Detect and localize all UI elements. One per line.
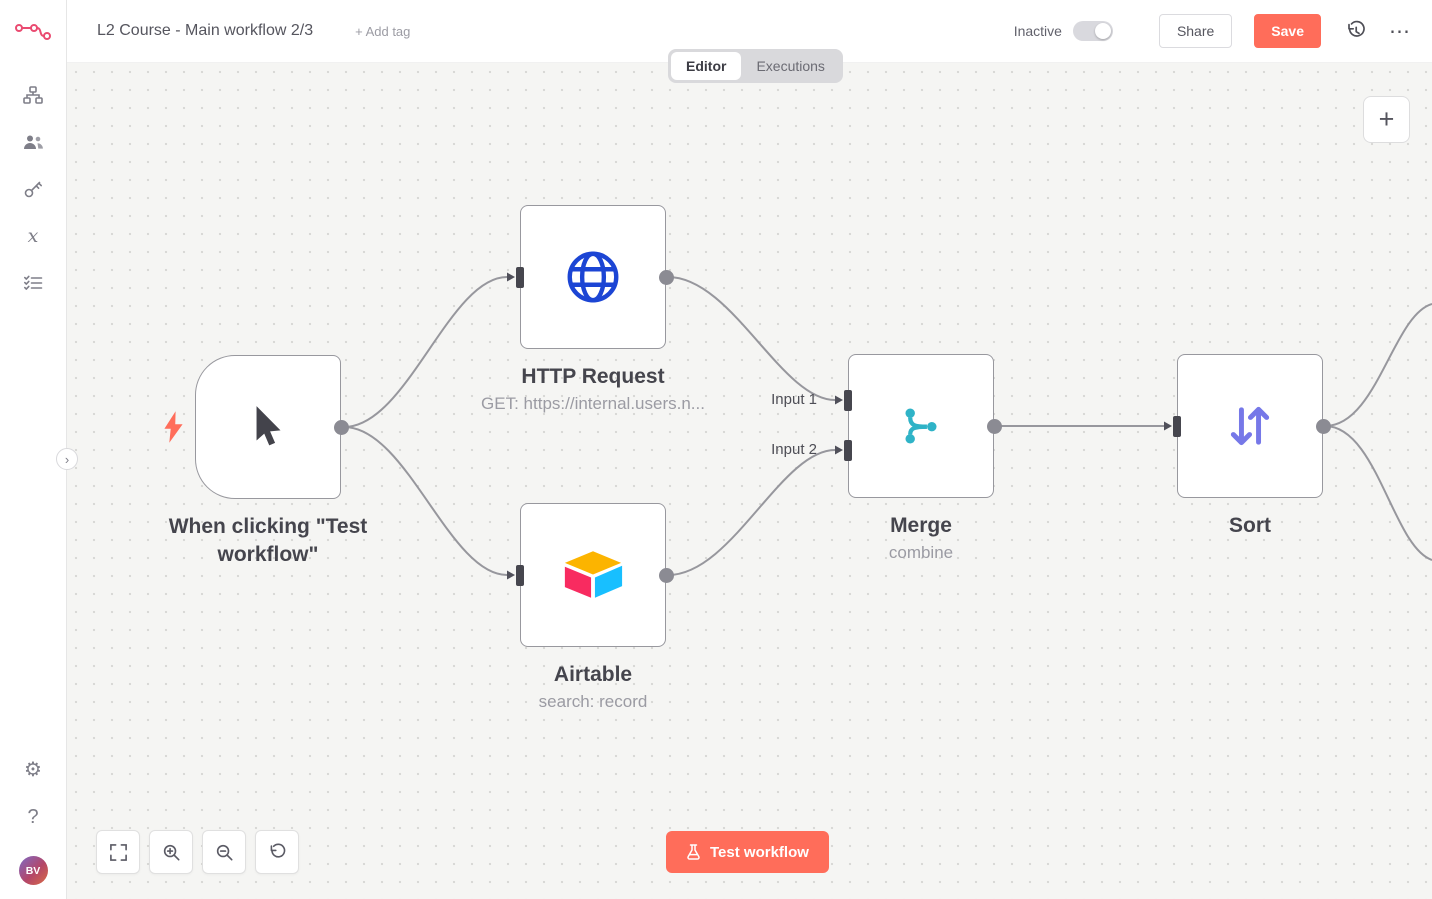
output-port[interactable] xyxy=(334,419,349,435)
active-toggle[interactable] xyxy=(1072,21,1113,41)
fit-view-icon xyxy=(109,843,127,861)
list-checks-icon xyxy=(24,275,43,290)
node-box[interactable] xyxy=(844,354,1002,498)
node-label: Airtable search: record xyxy=(438,661,748,712)
node-label: HTTP Request GET: https://internal.users… xyxy=(438,363,748,414)
sort-arrows-icon xyxy=(1230,406,1270,446)
node-label: Merge combine xyxy=(766,512,1076,563)
workflow-status-label: Inactive xyxy=(1013,23,1062,39)
node-http-request[interactable]: HTTP Request GET: https://internal.users… xyxy=(481,205,705,413)
input-port[interactable] xyxy=(516,266,524,288)
fit-view-button[interactable] xyxy=(96,830,140,874)
gear-icon: ⚙ xyxy=(24,758,42,781)
test-workflow-label: Test workflow xyxy=(710,843,809,861)
node-label: Sort xyxy=(1095,512,1405,540)
chevron-right-icon: › xyxy=(64,451,70,467)
zoom-in-button[interactable] xyxy=(149,830,193,874)
sidebar-collapse-button[interactable]: › xyxy=(56,448,78,470)
merge-icon xyxy=(905,408,937,444)
merge-input1-label: Input 1 xyxy=(771,391,817,408)
node-label: When clicking "Test workflow" xyxy=(148,513,388,570)
node-manual-trigger[interactable]: When clicking "Test workflow" xyxy=(164,355,367,566)
output-port[interactable] xyxy=(1316,418,1331,434)
node-subtitle: GET: https://internal.users.n... xyxy=(481,394,705,414)
zoom-in-icon xyxy=(163,844,180,861)
workflow-sitemap-icon xyxy=(23,85,43,104)
toggle-knob xyxy=(1094,23,1111,39)
workflow-edges xyxy=(343,272,1432,580)
test-workflow-button[interactable]: Test workflow xyxy=(666,831,829,873)
editor-executions-tabs: Editor Executions xyxy=(668,49,843,83)
node-subtitle: search: record xyxy=(538,692,648,712)
variables-icon: x xyxy=(27,224,39,247)
workflow-title[interactable]: L2 Course - Main workflow 2/3 xyxy=(97,22,314,39)
flask-icon xyxy=(687,844,700,860)
add-tag-button[interactable]: + Add tag xyxy=(355,23,411,39)
output-port[interactable] xyxy=(987,418,1002,434)
node-box[interactable] xyxy=(1173,354,1331,498)
merge-input2-label: Input 2 xyxy=(771,441,817,458)
sidebar-nav: x xyxy=(0,63,67,306)
input-port-1[interactable] xyxy=(844,390,852,411)
node-title: Sort xyxy=(1229,514,1271,537)
plus-icon: + xyxy=(1378,104,1395,134)
sidebar-item-settings[interactable]: ⚙ xyxy=(0,746,67,793)
output-port[interactable] xyxy=(659,567,674,583)
output-port[interactable] xyxy=(659,269,674,285)
add-node-button[interactable]: + xyxy=(1363,96,1410,143)
sidebar-item-credentials[interactable] xyxy=(0,165,67,212)
n8n-logo-icon xyxy=(15,23,51,40)
tab-editor[interactable]: Editor xyxy=(671,52,742,80)
users-icon xyxy=(23,135,43,149)
more-menu-button[interactable]: ⋯ xyxy=(1389,19,1410,43)
node-title: HTTP Request xyxy=(521,365,665,388)
help-icon: ? xyxy=(27,805,39,828)
sidebar-item-templates[interactable] xyxy=(0,118,67,165)
workflow-canvas[interactable]: When clicking "Test workflow" HTTP Reque… xyxy=(67,63,1432,899)
sidebar-bottom: ⚙ ? BV xyxy=(0,746,67,899)
zoom-out-button[interactable] xyxy=(202,830,246,874)
node-merge[interactable]: Merge combine xyxy=(844,354,1002,562)
reset-zoom-button[interactable] xyxy=(255,830,299,874)
node-subtitle: combine xyxy=(888,543,954,563)
sidebar-item-variables[interactable]: x xyxy=(0,212,67,259)
node-box[interactable] xyxy=(164,355,349,499)
activation-group: Inactive xyxy=(1014,21,1113,41)
user-avatar[interactable]: BV xyxy=(18,856,48,885)
key-icon xyxy=(24,181,42,197)
undo-rotate-icon xyxy=(270,843,285,858)
zoom-out-icon xyxy=(216,844,233,861)
node-box[interactable] xyxy=(516,503,674,647)
input-port[interactable] xyxy=(1173,415,1181,437)
input-port-2[interactable] xyxy=(844,440,852,461)
globe-icon xyxy=(567,251,619,303)
mouse-pointer-icon xyxy=(256,406,281,446)
airtable-icon xyxy=(564,550,623,598)
node-title: Airtable xyxy=(553,663,633,686)
trigger-bolt-icon xyxy=(163,410,184,449)
node-airtable[interactable]: Airtable search: record xyxy=(516,503,674,711)
tab-executions[interactable]: Executions xyxy=(756,58,825,74)
sidebar-item-help[interactable]: ? xyxy=(0,793,67,840)
node-sort[interactable]: Sort xyxy=(1173,354,1331,537)
save-button[interactable]: Save xyxy=(1254,14,1321,48)
sidebar: x ⚙ ? BV xyxy=(0,0,67,899)
share-button[interactable]: Share xyxy=(1158,14,1233,48)
sidebar-item-workflows[interactable] xyxy=(0,71,67,118)
n8n-logo[interactable] xyxy=(0,0,66,63)
node-title: When clicking "Test workflow" xyxy=(168,515,368,567)
input-port[interactable] xyxy=(516,564,524,586)
history-button[interactable] xyxy=(1341,16,1371,46)
history-icon xyxy=(1348,20,1365,37)
node-box[interactable] xyxy=(516,205,674,349)
node-title: Merge xyxy=(890,514,952,537)
sidebar-item-executions[interactable] xyxy=(0,259,67,306)
